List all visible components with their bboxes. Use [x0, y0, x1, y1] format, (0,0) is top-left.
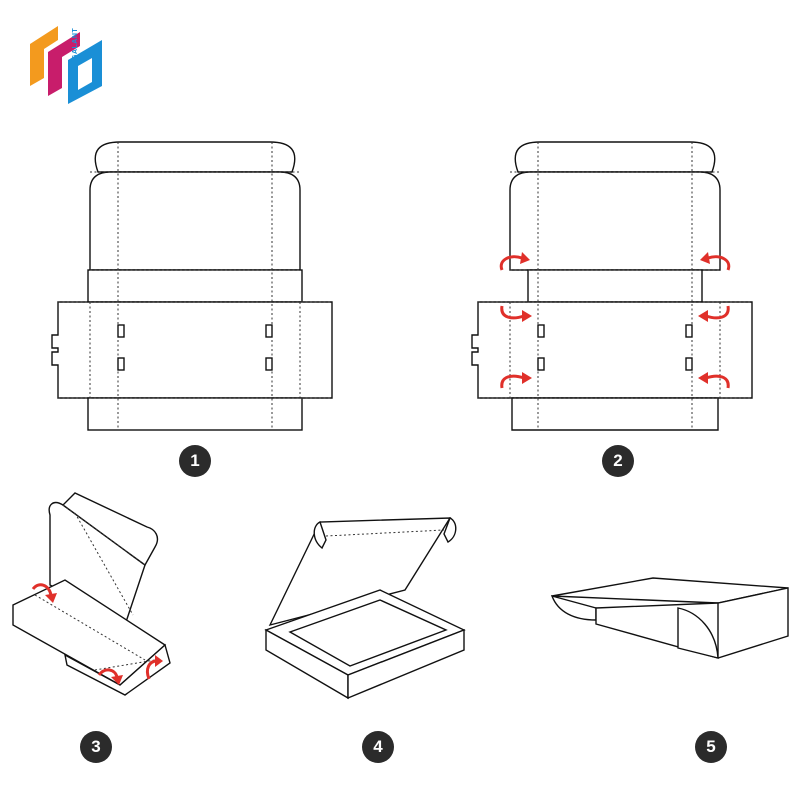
step-5-badge: 5 — [695, 731, 727, 763]
fold-arrow — [698, 372, 708, 384]
fold-arrow — [111, 675, 123, 685]
brand-name: GALANT — [72, 27, 79, 60]
step-3-diagram — [12, 492, 171, 696]
fold-arrow — [700, 252, 710, 264]
galant-logo — [30, 26, 102, 104]
fold-arrow — [705, 305, 730, 320]
fold-arrow — [31, 583, 53, 596]
step-4-badge: 4 — [362, 731, 394, 763]
fold-arrow — [45, 593, 57, 603]
fold-arrow — [522, 372, 532, 384]
step-3-badge: 3 — [80, 731, 112, 763]
step-5-diagram — [550, 577, 789, 659]
fold-arrow — [705, 374, 730, 389]
fold-arrow — [155, 655, 163, 667]
step-1-diagram — [51, 141, 333, 431]
fold-arrow — [707, 255, 731, 271]
step-1-badge: 1 — [179, 445, 211, 477]
fold-arrow — [97, 668, 119, 678]
fold-arrow — [500, 374, 525, 389]
fold-arrow — [520, 252, 530, 264]
step-2-diagram — [471, 141, 753, 431]
fold-arrow — [499, 255, 523, 271]
fold-arrow — [500, 305, 525, 320]
fold-arrow — [522, 310, 532, 322]
fold-arrow — [698, 310, 708, 322]
step-4-diagram — [264, 517, 466, 700]
step-2-badge: 2 — [602, 445, 634, 477]
